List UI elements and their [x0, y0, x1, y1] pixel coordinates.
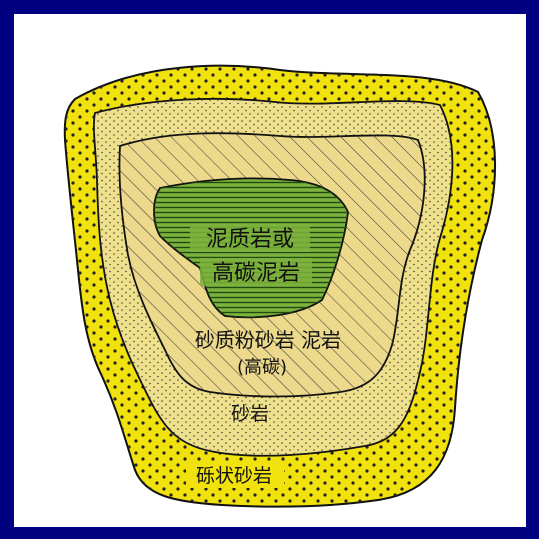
core-label-line1: 泥质岩或 [206, 227, 294, 252]
sandstone-label: 砂岩 [231, 403, 269, 425]
core-label-line2: 高碳泥岩 [212, 261, 300, 286]
siltstone-label-line1: 砂质粉砂岩 泥岩 [195, 328, 341, 352]
siltstone-label-line2: (高碳) [237, 357, 287, 378]
conglomeratic-sandstone-label: 砾状砂岩 [196, 465, 272, 487]
